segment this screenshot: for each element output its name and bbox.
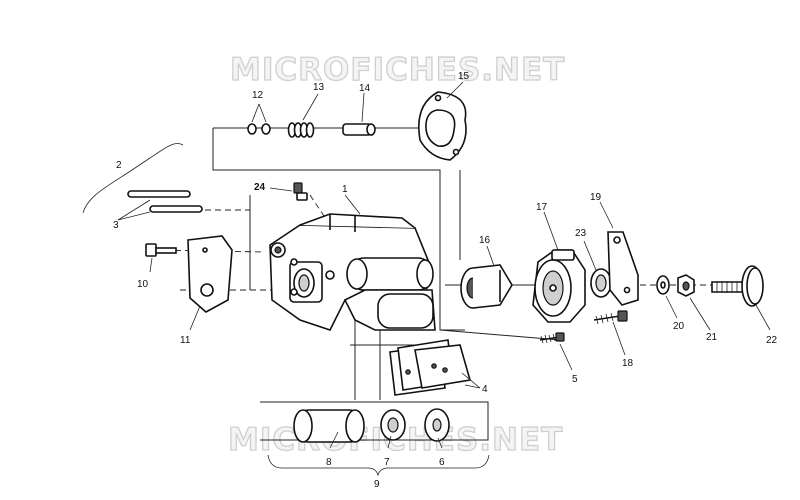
callout-7: 7 xyxy=(384,457,390,468)
callout-6: 6 xyxy=(439,457,445,468)
callout-19: 19 xyxy=(590,192,602,203)
leader-4 xyxy=(461,372,481,389)
leader-11 xyxy=(189,305,201,331)
seal-6 xyxy=(424,408,450,442)
callout-9: 9 xyxy=(374,479,380,490)
callout-20: 20 xyxy=(673,321,685,332)
leader-5 xyxy=(559,343,573,371)
leader-12 xyxy=(251,103,267,123)
screw-18 xyxy=(593,310,628,325)
callout-12: 12 xyxy=(252,90,264,101)
callout-1: 1 xyxy=(342,184,348,195)
ring-23 xyxy=(590,268,612,298)
callout-16: 16 xyxy=(479,235,491,246)
adjuster-housing-17 xyxy=(532,249,586,323)
leader-3 xyxy=(117,199,151,221)
piston-8 xyxy=(293,409,365,443)
plunger-14 xyxy=(342,123,376,136)
leader-22 xyxy=(755,304,771,331)
leader-6 xyxy=(437,437,443,449)
bracket-2 xyxy=(82,143,184,214)
callout-4: 4 xyxy=(482,384,488,395)
pin-3-upper xyxy=(127,190,191,198)
piston-16 xyxy=(460,264,513,309)
leader-17 xyxy=(543,211,559,251)
leader-7 xyxy=(387,435,392,449)
leader-20 xyxy=(665,295,678,319)
leader-13 xyxy=(302,93,319,121)
callout-17: 17 xyxy=(536,202,548,213)
leader-1 xyxy=(344,194,361,215)
leader-18 xyxy=(612,321,626,356)
callout-8: 8 xyxy=(326,457,332,468)
caliper-body-1 xyxy=(269,213,436,331)
bolt-10 xyxy=(145,243,177,257)
leader-14 xyxy=(361,92,365,123)
nut-21 xyxy=(677,274,695,297)
seal-7 xyxy=(380,409,406,441)
spring-13 xyxy=(287,122,315,138)
o-ring-12b xyxy=(261,123,271,135)
callout-10: 10 xyxy=(137,279,149,290)
adjuster-knob-22 xyxy=(711,265,764,307)
leader-8 xyxy=(329,431,339,449)
pad-plate-outline xyxy=(260,401,489,441)
callout-5: 5 xyxy=(572,374,578,385)
gasket-15 xyxy=(418,91,467,161)
callout-2: 2 xyxy=(116,160,122,171)
bleeder-valve-24 xyxy=(293,182,308,201)
washer-20 xyxy=(656,275,670,295)
callout-14: 14 xyxy=(359,83,371,94)
callout-23: 23 xyxy=(575,228,587,239)
leader-19 xyxy=(599,201,614,229)
brake-pads-4 xyxy=(389,339,472,396)
bracket-plate-11 xyxy=(187,235,233,313)
bracket-9 xyxy=(267,454,490,477)
callout-18: 18 xyxy=(622,358,634,369)
callout-24: 24 xyxy=(254,182,266,193)
pin-3-lower xyxy=(149,205,203,213)
callout-3: 3 xyxy=(113,220,119,231)
callout-21: 21 xyxy=(706,332,718,343)
callout-15: 15 xyxy=(458,71,470,82)
guide-line-right-drop xyxy=(439,225,465,331)
leader-16 xyxy=(486,245,495,267)
leader-24 xyxy=(269,187,293,192)
callout-11: 11 xyxy=(180,335,191,346)
o-ring-12a xyxy=(247,123,257,135)
callout-13: 13 xyxy=(313,82,325,93)
lever-19 xyxy=(607,231,639,306)
guide-line-5 xyxy=(439,329,561,341)
callout-22: 22 xyxy=(766,335,778,346)
screw-5 xyxy=(539,332,565,344)
leader-23 xyxy=(583,240,597,271)
leader-21 xyxy=(689,297,711,331)
leader-10 xyxy=(149,257,153,273)
guide-line-upper-loop xyxy=(212,128,441,225)
leader-15 xyxy=(446,81,464,99)
watermark-top: MICROFICHES.NET xyxy=(230,52,565,88)
